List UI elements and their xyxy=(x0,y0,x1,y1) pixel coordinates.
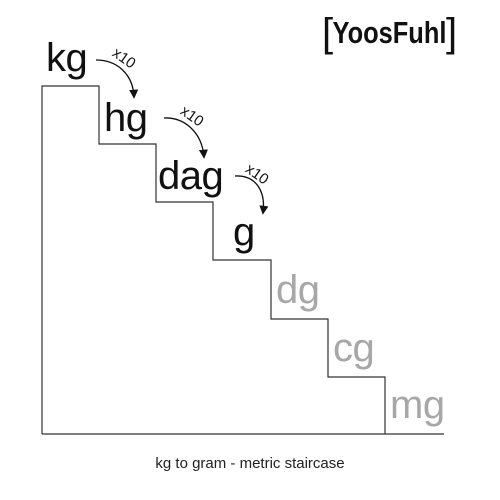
unit-label-dag: dag xyxy=(158,154,224,198)
logo-wordmark: YoosFuhl xyxy=(332,15,447,50)
diagram-caption: kg to gram - metric staircase xyxy=(155,455,345,472)
conversion-arrow-hg-to-dag xyxy=(163,117,208,159)
brand-logo: [ YoosFuhl ] xyxy=(322,11,457,55)
logo-close-bracket: ] xyxy=(446,11,458,55)
unit-label-hg: hg xyxy=(104,96,148,140)
unit-label-kg: kg xyxy=(46,36,88,80)
unit-label-g: g xyxy=(233,210,255,254)
unit-label-mg: mg xyxy=(390,383,445,427)
staircase-outline xyxy=(41,85,386,434)
conversion-arrow-dag-to-g xyxy=(234,175,269,215)
logo-open-bracket: [ xyxy=(322,11,334,55)
unit-label-cg: cg xyxy=(333,326,375,370)
unit-label-dg: dg xyxy=(276,268,320,312)
conversion-arrow-kg-to-hg xyxy=(95,59,139,99)
